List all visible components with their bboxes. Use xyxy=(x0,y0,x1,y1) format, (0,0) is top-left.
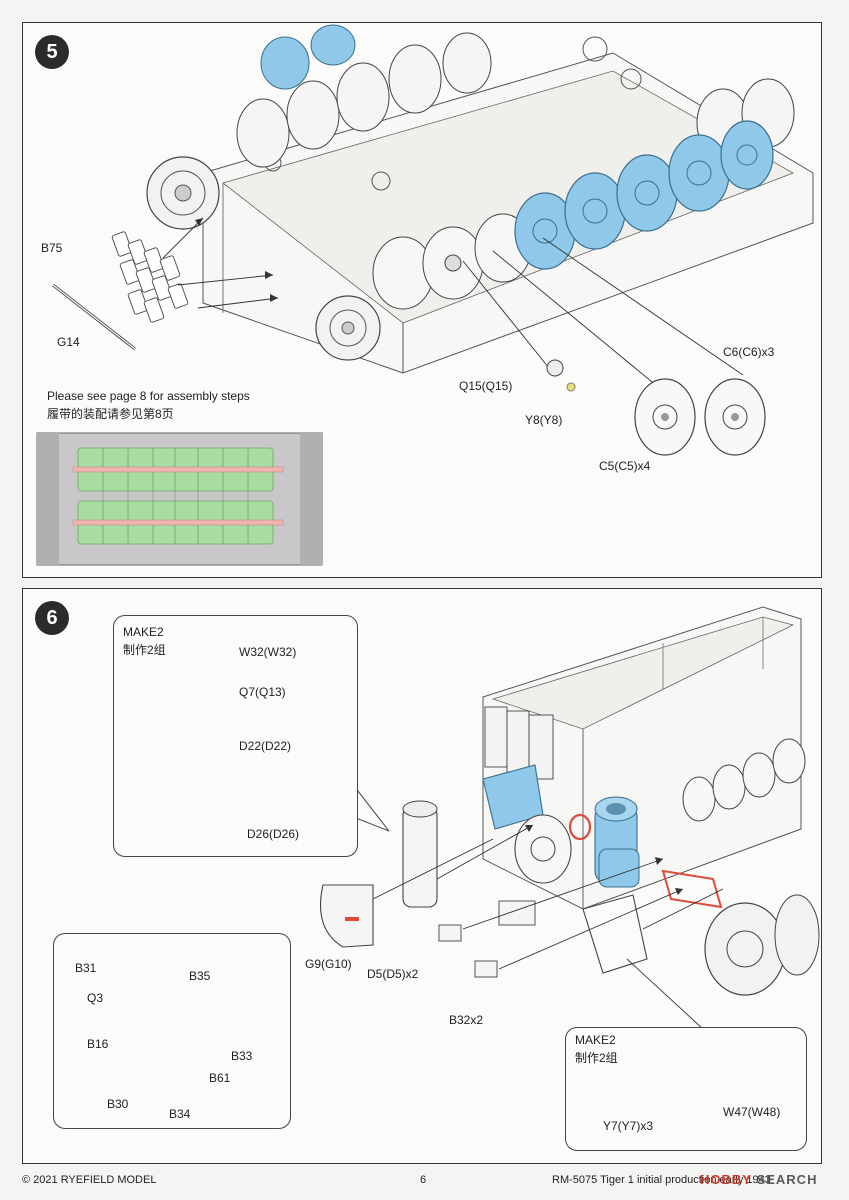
watermark: HOBBY SEARCH xyxy=(700,1172,817,1187)
footer-product: RM-5075 Tiger 1 initial production early… xyxy=(552,1174,771,1186)
label-q7: Q7(Q13) xyxy=(239,685,286,699)
label-b33: B33 xyxy=(231,1049,253,1063)
step-number-6: 6 xyxy=(35,601,69,635)
label-d26: D26(D26) xyxy=(247,827,300,841)
label-w47: W47(W48) xyxy=(723,1105,781,1119)
label-b61: B61 xyxy=(209,1071,231,1085)
label-b31: B31 xyxy=(75,961,97,975)
make2-cn-label-top: 制作2组 xyxy=(123,643,166,657)
label-w32: W32(W32) xyxy=(239,645,297,659)
label-b75: B75 xyxy=(41,241,63,255)
step-5-panel: 5 xyxy=(22,22,822,578)
label-d22: D22(D22) xyxy=(239,739,292,753)
make2-label-top: MAKE2 xyxy=(123,625,164,639)
label-b34: B34 xyxy=(169,1107,191,1121)
callout-bracket-assembly xyxy=(565,1027,807,1151)
label-q15: Q15(Q15) xyxy=(459,379,513,393)
label-q3: Q3 xyxy=(87,991,104,1005)
label-b35: B35 xyxy=(189,969,211,983)
label-c6: C6(C6)x3 xyxy=(723,345,775,359)
callout-exhaust-assembly xyxy=(113,615,358,857)
label-b32: B32x2 xyxy=(449,1013,484,1027)
note-english: Please see page 8 for assembly steps xyxy=(47,389,250,403)
label-d5: D5(D5)x2 xyxy=(367,967,419,981)
make2-cn-label-bottom: 制作2组 xyxy=(575,1051,618,1065)
label-g14: G14 xyxy=(57,335,80,349)
step-number-5: 5 xyxy=(35,35,69,69)
watermark-search: SEARCH xyxy=(751,1172,818,1187)
step-6-panel: 6 xyxy=(22,588,822,1164)
step-6-illustration xyxy=(100,606,820,1130)
note-chinese: 履带的装配请参见第8页 xyxy=(47,407,174,421)
step-5-illustration xyxy=(36,24,814,566)
label-y8: Y8(Y8) xyxy=(525,413,563,427)
label-c5: C5(C5)x4 xyxy=(599,459,651,473)
callout-linkage-assembly xyxy=(53,933,291,1129)
make2-label-bottom: MAKE2 xyxy=(575,1033,616,1047)
label-g9: G9(G10) xyxy=(305,957,352,971)
label-b30: B30 xyxy=(107,1097,129,1111)
watermark-hobby: HOBBY xyxy=(700,1172,752,1187)
footer-copyright: © 2021 RYEFIELD MODEL xyxy=(22,1174,157,1186)
label-y7: Y7(Y7)x3 xyxy=(603,1119,654,1133)
label-b16: B16 xyxy=(87,1037,109,1051)
footer-page-number: 6 xyxy=(420,1174,427,1186)
